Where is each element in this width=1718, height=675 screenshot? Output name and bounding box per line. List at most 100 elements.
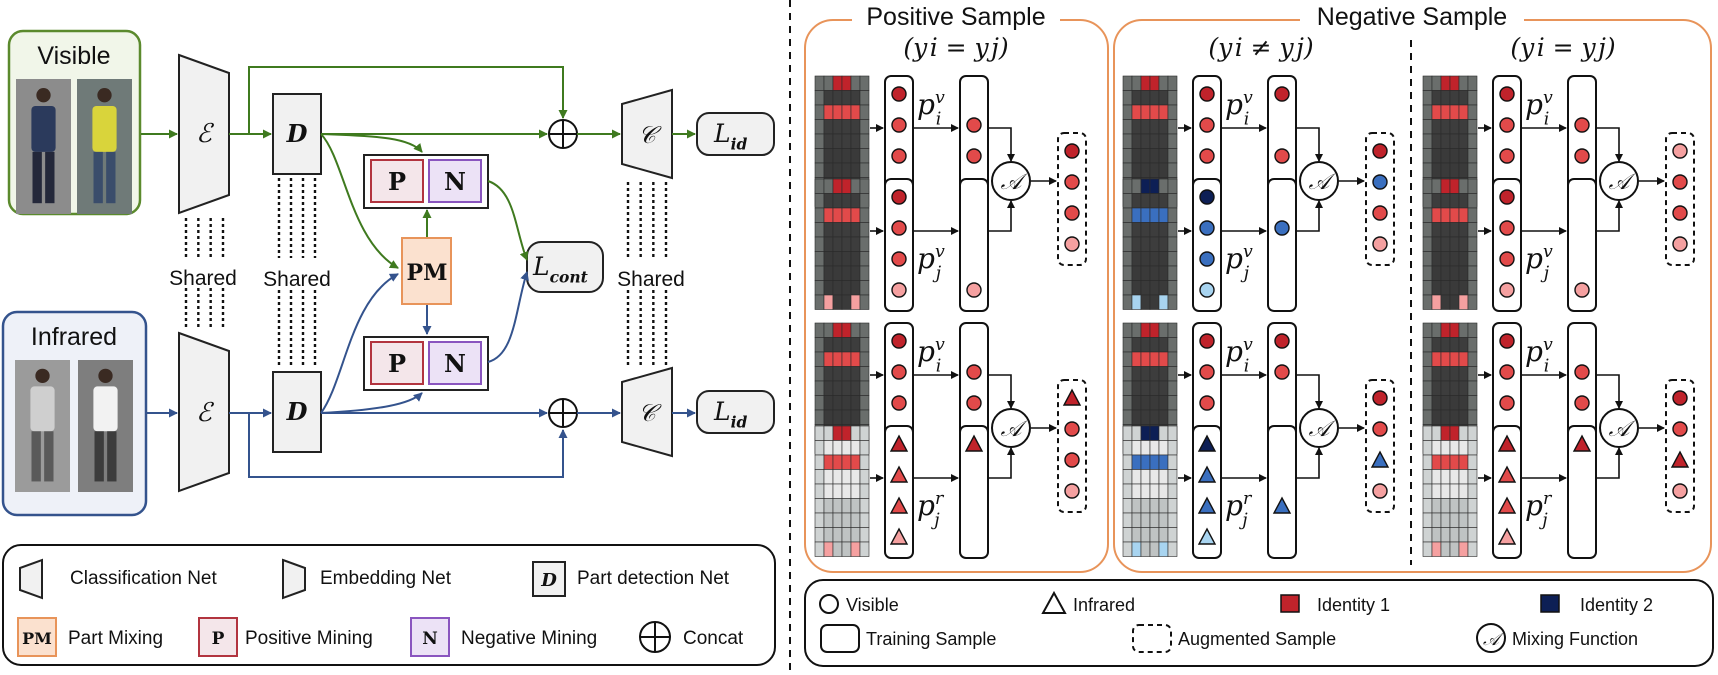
neg-same-ir-grid-top-cell (1449, 322, 1460, 338)
neg-same-vis-grid-top-cell (1440, 104, 1451, 120)
neg-diff-ir-p-top-main: p (1225, 335, 1243, 368)
pos-vis-col-top-dot (891, 86, 907, 102)
pos-vis-grid-bottom-cell (832, 178, 843, 194)
det-symbol-visible: D (286, 119, 308, 148)
pos-vis-grid-top-cell (832, 75, 843, 91)
neg-same-ir-grid-bottom-cell (1458, 469, 1469, 485)
neg-same-vis-grid-top-cell (1440, 90, 1451, 106)
pos-ir-grid-top-cell (823, 366, 834, 382)
neg-same-ir-grid-top-cell (1467, 351, 1478, 367)
neg-diff-vis-grid-bottom-cell (1131, 236, 1142, 252)
neg-same-ir-augmented-dot (1672, 483, 1688, 499)
neg-diff-ir-grid-bottom-cell (1149, 527, 1160, 543)
pos-vis-grid-top-cell (832, 119, 843, 135)
pos-vis-grid-bottom-cell (841, 193, 852, 209)
neg-same-ir-grid-top-cell (1431, 409, 1442, 425)
pos-vis-grid-top-cell (859, 75, 870, 91)
pos-ir-grid-top-cell (823, 380, 834, 396)
neg-diff-vis-grid-bottom-cell (1131, 265, 1142, 281)
neg-diff-ir-grid-bottom-cell (1140, 454, 1151, 470)
neg-diff-ir-grid-top-cell (1131, 395, 1142, 411)
neg-diff-vis-grid-bottom-cell (1122, 222, 1133, 238)
neg-same-vis-augmented-dot (1672, 205, 1688, 221)
pos-vis-grid-bottom-cell (850, 236, 861, 252)
pos-vis-augmented-dot (1064, 174, 1080, 190)
pos-vis-grid-top-cell (814, 90, 825, 106)
neg-same-ir-grid-top-cell (1458, 395, 1469, 411)
pos-ir-augmented-tri (1062, 388, 1082, 406)
pos-vis-p-bottom-sub: j (932, 264, 942, 284)
neg-diff-ir-grid-bottom-cell (1122, 512, 1133, 528)
neg-diff-ir-grid-top-cell (1122, 322, 1133, 338)
neg-diff-ir-col-bottom-tri (1197, 465, 1217, 483)
pos-vis-grid-bottom-cell (841, 178, 852, 194)
pos-ir-grid-top-cell (859, 380, 870, 396)
neg-same-vis-augmented-dot (1672, 236, 1688, 252)
neg-diff-ir-mixer (1299, 408, 1339, 448)
neg-same-vis-grid-top-cell (1422, 119, 1433, 135)
pos-ir-grid-bottom-cell (850, 440, 861, 456)
neg-diff-vis-grid-bottom-cell (1122, 280, 1133, 296)
infrared-photo-1-leg-l (31, 431, 41, 482)
neg-diff-ir-grid-bottom-cell (1167, 454, 1178, 470)
pos-ir-grid-bottom-cell (859, 498, 870, 514)
visible-photo-1-leg-r (45, 151, 55, 204)
neg-same-ir-grid-bottom-cell (1422, 454, 1433, 470)
neg-same-ir-grid-bottom-cell (1467, 425, 1478, 441)
neg-same-vis-sel-bottom-frame (1567, 178, 1597, 312)
pos-ir-grid-top-cell (859, 409, 870, 425)
pos-vis-grid-bottom-cell (823, 236, 834, 252)
visible-photo-1 (16, 79, 71, 214)
pos-ir-grid-top-cell (859, 337, 870, 353)
neg-same-ir-p-top-main: p (1525, 335, 1543, 368)
negative-condition-same: (y i = y j) (1510, 33, 1615, 62)
pos-vis-grid-top-cell (850, 119, 861, 135)
neg-diff-ir-augmented-dot (1372, 483, 1388, 499)
neg-diff-vis-grid-bottom-cell (1149, 193, 1160, 209)
pos-ir-grid-bottom-cell (814, 469, 825, 485)
neg-same-vis-col-bottom-dot (1499, 189, 1515, 205)
pos-ir-arr6 (988, 447, 1015, 479)
neg-same-vis-grid-top-cell (1422, 104, 1433, 120)
legend-identity2-label: Identity 2 (1580, 595, 1653, 615)
pos-ir-grid-bottom-cell (841, 440, 852, 456)
neg-same-ir-col-bottom-tri (1497, 527, 1517, 545)
neg-same-vis-grid-top-cell (1422, 75, 1433, 91)
arrow-mining-to-lcont-vis (487, 180, 529, 261)
visible-photo-1-leg-l (32, 151, 42, 204)
neg-same-ir-grid-top-cell (1431, 322, 1442, 338)
neg-same-ir-grid-top-cell (1422, 409, 1433, 425)
pos-vis-grid-bottom-cell (859, 251, 870, 267)
neg-diff-vis-grid-bottom-cell (1122, 251, 1133, 267)
neg-diff-ir-grid-top-cell (1122, 409, 1133, 425)
neg-diff-vis-grid-bottom-cell (1158, 294, 1169, 310)
neg-diff-vis-grid-bottom-cell (1140, 178, 1151, 194)
pos-ir-grid-bottom-cell (850, 483, 861, 499)
pos-ir-grid-top-cell (832, 395, 843, 411)
pos-vis-p-bottom-sup: v (935, 242, 945, 262)
neg-diff-vis-col-top-dot (1199, 148, 1215, 164)
neg-same-ir-arr5 (1596, 374, 1623, 409)
neg-diff-ir-grid-bottom-cell (1131, 469, 1142, 485)
neg-diff-vis-augmented-dot (1372, 174, 1388, 190)
pos-ir-grid-bottom-cell (823, 483, 834, 499)
neg-diff-ir-grid-bottom-cell (1122, 440, 1133, 456)
pos-vis-grid-bottom-cell (814, 294, 825, 310)
pos-ir-p-top-sup: v (935, 335, 945, 355)
neg-diff-vis-grid-top-cell (1131, 133, 1142, 149)
neg-same-vis-p-top-main: p (1525, 88, 1543, 121)
neg-same-vis-grid-bottom-cell (1467, 265, 1478, 281)
pos-vis-grid-top-cell (850, 104, 861, 120)
neg-same-vis-grid-bottom-cell (1440, 236, 1451, 252)
neg-diff-vis-grid-bottom-cell (1131, 207, 1142, 223)
pos-ir-p-bottom-sup: r (935, 489, 945, 509)
neg-diff-ir-grid-top-cell (1167, 395, 1178, 411)
neg-same-vis-col-bottom-dot (1499, 251, 1515, 267)
neg-diff-ir-grid-top-cell (1158, 395, 1169, 411)
shared-label-det: Shared (263, 268, 331, 291)
pos-ir-grid-bottom-cell (859, 541, 870, 557)
pos-vis-augmented-dot (1064, 205, 1080, 221)
neg-diff-vis-col-bottom-dot (1199, 189, 1215, 205)
neg-diff-vis-grid-bottom-cell (1131, 178, 1142, 194)
